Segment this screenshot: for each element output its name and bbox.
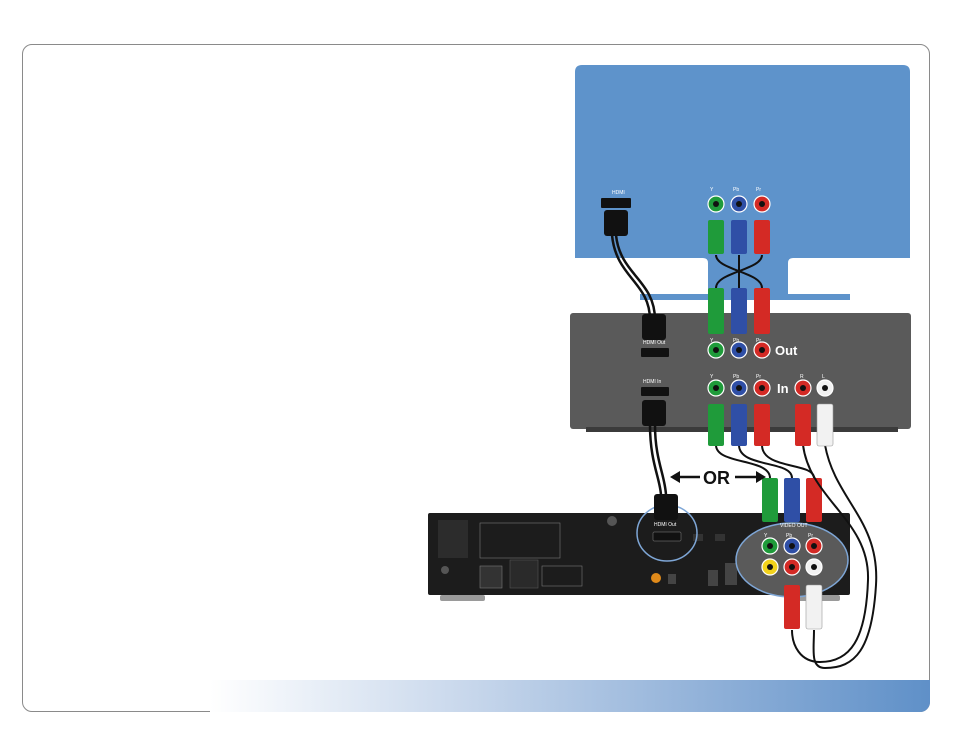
receiver-audio-jack-l bbox=[817, 380, 833, 396]
component-plugs-dvr bbox=[762, 478, 822, 522]
receiver-in-pb-label: Pb bbox=[733, 374, 739, 380]
component-cable-receiver-dvr bbox=[716, 445, 814, 478]
dvr-jack-pr bbox=[806, 538, 822, 554]
receiver-audio-jack-r bbox=[795, 380, 811, 396]
receiver-hdmi-out-port bbox=[641, 348, 669, 357]
or-label: OR bbox=[703, 468, 730, 488]
hdmi-plug-receiver-out bbox=[642, 314, 666, 340]
receiver-in-jack-pr bbox=[754, 380, 770, 396]
dvr-video-out-label: VIDEO OUT bbox=[780, 523, 808, 529]
receiver-out-jack-pr bbox=[754, 342, 770, 358]
tv-jack-pb bbox=[731, 196, 747, 212]
dvr-jack-audio-r bbox=[784, 559, 800, 575]
receiver-out-jack-y bbox=[708, 342, 724, 358]
hdmi-plug-dvr bbox=[654, 494, 678, 520]
receiver-hdmi-in-label: HDMI In bbox=[643, 379, 662, 385]
tv-pb-label: Pb bbox=[733, 187, 739, 193]
receiver-in-jack-y bbox=[708, 380, 724, 396]
dvr-hdmi-out-label: HDMI Out bbox=[654, 522, 677, 528]
hdmi-plug-receiver-in bbox=[642, 400, 666, 426]
tv-pr-label: Pr bbox=[756, 187, 761, 193]
dvr-jack-y bbox=[762, 538, 778, 554]
receiver-in-pr-label: Pr bbox=[756, 374, 761, 380]
receiver-in-label: In bbox=[777, 381, 789, 396]
tv-panel bbox=[575, 65, 910, 300]
tv-jack-pr bbox=[754, 196, 770, 212]
dvr-jack-composite bbox=[762, 559, 778, 575]
hdmi-plug-tv bbox=[604, 210, 628, 236]
receiver-audio-r-label: R bbox=[800, 374, 804, 380]
hdmi-cable-receiver-dvr bbox=[650, 425, 666, 495]
component-plugs-receiver-out bbox=[708, 288, 770, 334]
receiver-out-label: Out bbox=[775, 343, 798, 358]
tv-jack-y bbox=[708, 196, 724, 212]
receiver-audio-l-label: L bbox=[822, 374, 825, 380]
receiver-in-jack-pb bbox=[731, 380, 747, 396]
tv-hdmi-label: HDMI bbox=[612, 190, 625, 196]
dvr-jack-audio-l bbox=[806, 559, 822, 575]
dvr-jack-pb bbox=[784, 538, 800, 554]
component-plugs-tv bbox=[708, 220, 770, 254]
receiver-out-jack-pb bbox=[731, 342, 747, 358]
receiver-hdmi-out-label: HDMI Out bbox=[643, 340, 666, 346]
receiver-hdmi-in-port bbox=[641, 387, 669, 396]
component-plugs-receiver-in bbox=[708, 404, 770, 446]
or-arrow: OR bbox=[670, 468, 766, 488]
